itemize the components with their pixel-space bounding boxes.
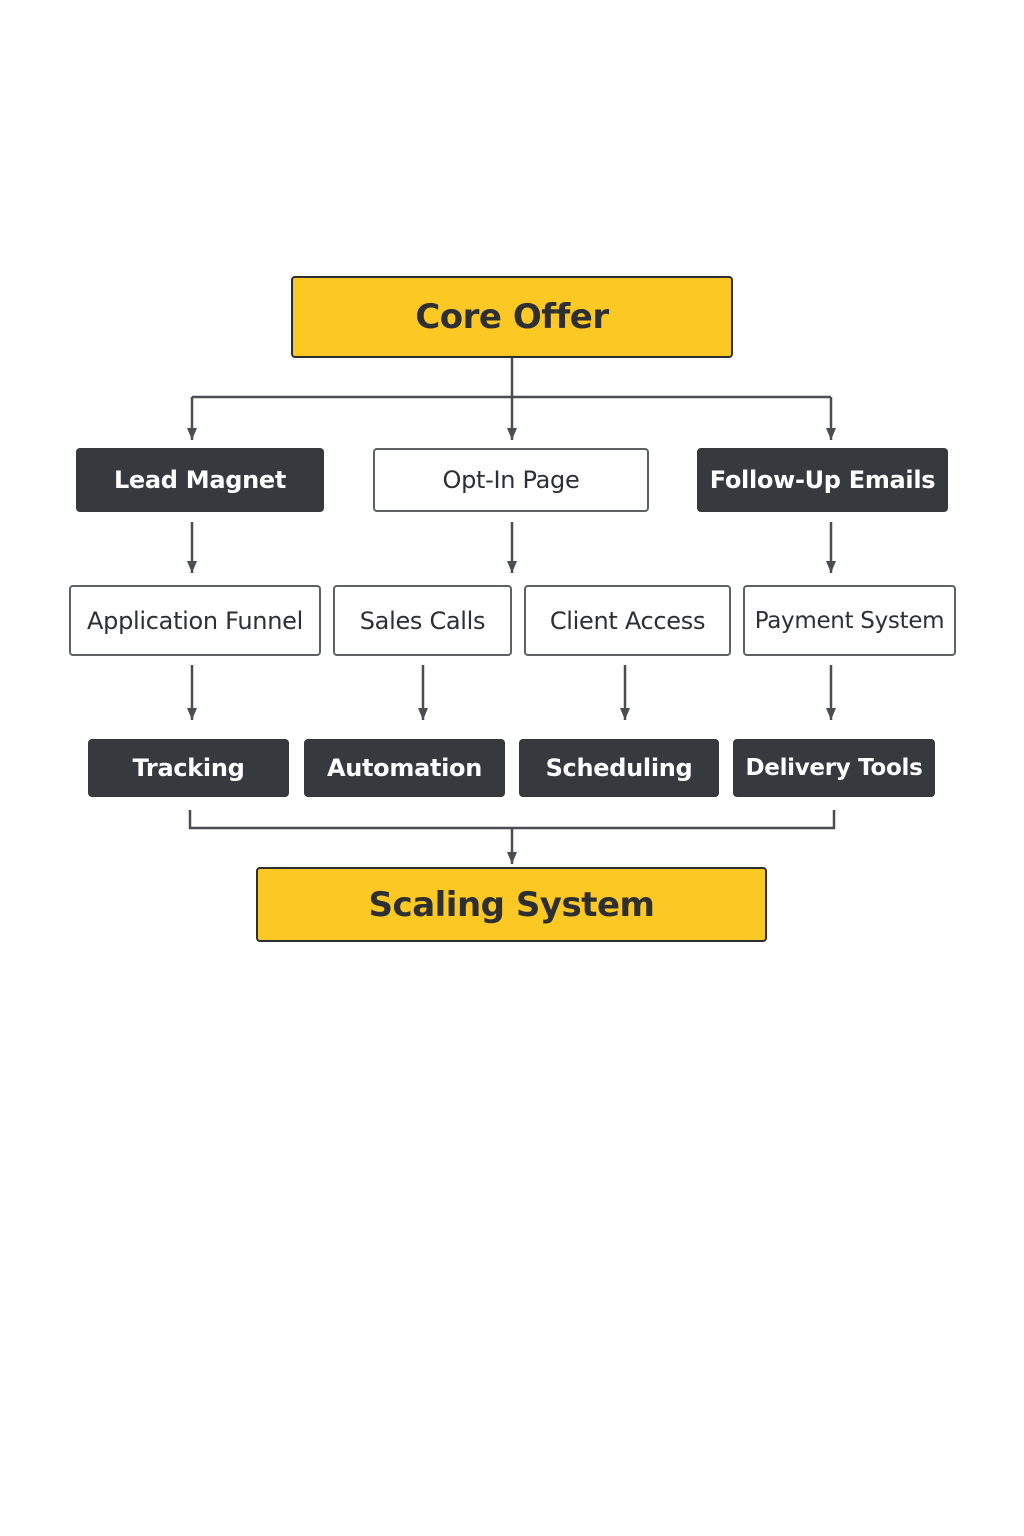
node-tracking: Tracking bbox=[88, 739, 289, 797]
node-payment-system-label: Payment System bbox=[754, 607, 945, 634]
node-delivery-tools: Delivery Tools bbox=[733, 739, 935, 797]
node-opt-in-page-label: Opt-In Page bbox=[442, 466, 580, 494]
node-scaling-system: Scaling System bbox=[256, 867, 767, 942]
node-delivery-tools-label: Delivery Tools bbox=[745, 755, 923, 781]
node-sales-calls: Sales Calls bbox=[333, 585, 512, 656]
node-core-offer: Core Offer bbox=[291, 276, 733, 358]
node-tracking-label: Tracking bbox=[132, 754, 245, 782]
node-payment-system: Payment System bbox=[743, 585, 956, 656]
node-application-funnel-label: Application Funnel bbox=[87, 606, 303, 635]
node-application-funnel: Application Funnel bbox=[69, 585, 321, 656]
node-client-access: Client Access bbox=[524, 585, 731, 656]
node-client-access-label: Client Access bbox=[549, 606, 706, 635]
node-follow-up-emails-label: Follow-Up Emails bbox=[709, 466, 936, 494]
node-follow-up-emails: Follow-Up Emails bbox=[697, 448, 948, 512]
node-scheduling: Scheduling bbox=[519, 739, 719, 797]
node-sales-calls-label: Sales Calls bbox=[359, 606, 486, 635]
node-automation: Automation bbox=[304, 739, 505, 797]
connector-merge-bracket bbox=[188, 810, 836, 830]
node-scheduling-label: Scheduling bbox=[545, 754, 693, 782]
node-lead-magnet: Lead Magnet bbox=[76, 448, 324, 512]
node-opt-in-page: Opt-In Page bbox=[373, 448, 649, 512]
node-lead-magnet-label: Lead Magnet bbox=[113, 466, 287, 494]
node-core-offer-label: Core Offer bbox=[415, 297, 609, 337]
node-automation-label: Automation bbox=[326, 754, 483, 782]
node-scaling-system-label: Scaling System bbox=[368, 884, 655, 925]
